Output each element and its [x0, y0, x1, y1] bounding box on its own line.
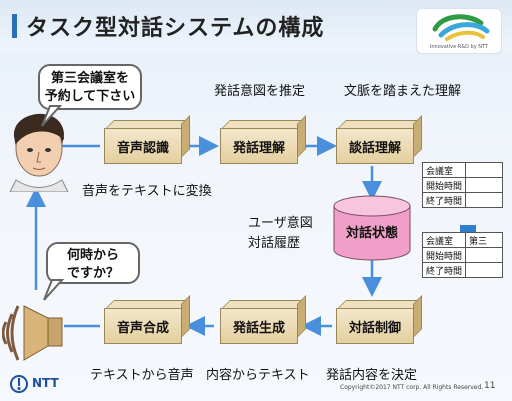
ntt-logo-text: NTT — [32, 376, 59, 390]
bubble-tail-system — [43, 279, 65, 301]
ntt-rd-logo: Innovative R&D by NTT — [416, 8, 502, 54]
label-context: 文脈を踏まえた理解 — [344, 84, 462, 99]
copyright: Copyright©2017 NTT corp. All Rights Rese… — [340, 384, 484, 391]
logo-swirl-icon — [432, 14, 490, 41]
table-row: 終了時間 — [421, 192, 504, 208]
label-tts: テキストから音声 — [90, 368, 194, 383]
box-utterance-understanding: 発話理解 — [220, 128, 298, 164]
speaker-icon — [2, 305, 63, 361]
slide-title: タスク型対話システムの構成 — [26, 16, 325, 41]
label-dm: 発話内容を決定 — [326, 368, 418, 383]
label-intent: 発話意図を推定 — [214, 84, 306, 99]
table-row: 開始時間 — [421, 177, 504, 193]
table-row: 開始時間 — [421, 247, 504, 263]
state-desc-intent: ユーザ意図 — [248, 216, 313, 231]
slot-table-before: 会議室 開始時間 終了時間 — [421, 162, 504, 208]
slot-table-after: 会議室第三 開始時間 終了時間 — [421, 232, 504, 278]
table-row: 終了時間 — [421, 262, 504, 278]
box-dialogue-control: 対話制御 — [336, 308, 414, 344]
box-utterance-generation: 発話生成 — [220, 308, 298, 344]
label-asr-caption: 音声をテキストに変換 — [82, 184, 212, 199]
user-speech-bubble: 第三会議室を 予約して下さい — [38, 64, 142, 110]
logo-text: Innovative R&D by NTT — [429, 44, 489, 50]
system-speech-bubble: 何時から ですか？ — [46, 242, 140, 284]
page-number: 11 — [484, 381, 496, 391]
bubble-tail-user — [41, 105, 63, 127]
label-nlg: 内容からテキスト — [206, 368, 310, 383]
title-accent — [12, 14, 17, 38]
box-speech-recognition: 音声認識 — [104, 128, 182, 164]
table-row: 会議室第三 — [421, 232, 504, 248]
box-speech-synthesis: 音声合成 — [104, 308, 182, 344]
state-desc-history: 対話履歴 — [248, 236, 301, 251]
table-row: 会議室 — [421, 162, 504, 178]
state-label: 対話状態 — [346, 226, 399, 241]
box-discourse-understanding: 談話理解 — [336, 128, 414, 164]
ntt-logo-icon — [10, 375, 28, 393]
user-face-icon — [9, 113, 69, 192]
dialogue-state-cylinder — [333, 195, 411, 261]
